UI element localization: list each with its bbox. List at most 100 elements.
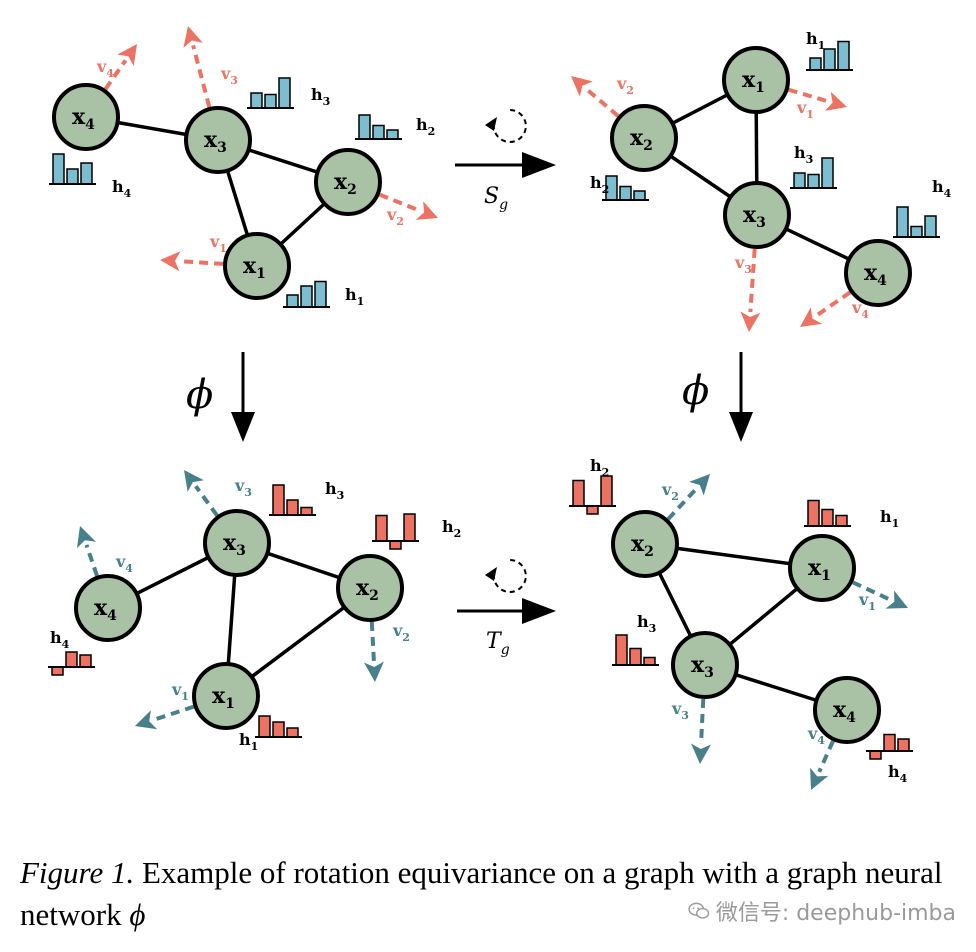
node-label: x2 (356, 575, 379, 604)
feature-histogram-x3: h3 (269, 479, 344, 516)
histogram-bar (386, 129, 399, 140)
node-x3: x3 (671, 631, 739, 699)
node-x1: x1 (223, 232, 291, 300)
histogram-bar (80, 162, 93, 185)
node-circle (223, 232, 291, 300)
node-x4: x4 (844, 239, 912, 307)
histogram-bar (910, 225, 923, 238)
vector-head-x4 (810, 767, 829, 790)
vector-label-x3: v3 (734, 253, 752, 276)
histogram-bar (896, 206, 909, 238)
node-label: x4 (833, 697, 856, 726)
node-label: x1 (742, 67, 765, 96)
node-x3: x3 (203, 509, 271, 577)
histogram-bar (403, 513, 416, 542)
node-label: x4 (72, 104, 95, 133)
histogram-bar (643, 656, 656, 666)
vector-head-x3 (183, 26, 203, 48)
vector-line-x1 (788, 87, 829, 104)
feature-histogram-x3: h3 (247, 77, 330, 109)
phi-arrow-right: ϕ (682, 352, 753, 442)
node-label: x2 (631, 531, 654, 560)
vector-head-x3 (740, 311, 761, 332)
node-circle (74, 574, 142, 642)
histogram-label-x4: h4 (888, 762, 908, 785)
vector-line-x2 (378, 192, 421, 213)
feature-histogram-x4: h4 (866, 733, 913, 785)
vector-head-x3 (691, 743, 711, 764)
node-label: x1 (808, 555, 831, 584)
node-label: x3 (204, 127, 227, 156)
vector-head-x2 (415, 201, 438, 220)
vector-line-x3 (699, 698, 706, 745)
vector-line-x3 (191, 44, 212, 108)
histogram-bar (300, 506, 313, 516)
histogram-bar (278, 77, 291, 109)
vector-label-x3: v3 (671, 699, 689, 722)
feature-histogram-x4: h4 (893, 177, 952, 238)
phi-label-right: ϕ (682, 368, 709, 414)
histogram-bar (65, 651, 78, 668)
vector-label-x2: v2 (392, 621, 410, 644)
histogram-label-x1: h1 (345, 285, 364, 308)
feature-histogram-x4: h4 (49, 153, 132, 200)
node-circle (611, 510, 679, 578)
node-x2: x2 (336, 554, 404, 622)
histogram-bar (572, 479, 585, 507)
histogram-label-x2: h2 (442, 517, 461, 540)
node-circle (192, 662, 260, 730)
histogram-label-x4: h4 (112, 177, 132, 200)
node-label: x1 (243, 253, 266, 282)
node-label: x1 (212, 683, 235, 712)
node-label: x3 (743, 202, 766, 231)
vector-label-x4: v4 (115, 552, 133, 575)
vector-label-x1: v1 (796, 98, 814, 121)
histogram-bar (837, 40, 850, 71)
vector-label-x1: v1 (858, 590, 876, 613)
vector-head-x1 (885, 590, 908, 609)
histogram-bar (79, 654, 92, 668)
histogram-label-x3: h3 (637, 612, 656, 635)
histogram-label-x2: h2 (590, 456, 609, 479)
feature-histogram-x2: h2 (590, 173, 649, 201)
histogram-bar (615, 634, 628, 666)
histogram-bar (258, 715, 271, 738)
histogram-bar (286, 727, 299, 738)
node-circle (52, 83, 120, 151)
histogram-bar (821, 157, 834, 189)
feature-histogram-x2: h2 (569, 456, 616, 515)
node-x4: x4 (74, 574, 142, 642)
node-circle (336, 554, 404, 622)
node-circle (722, 46, 790, 114)
vector-label-x2: v2 (661, 480, 679, 503)
histogram-bar (619, 185, 632, 201)
vector-line-x1 (851, 580, 891, 602)
histogram-bar (897, 738, 910, 752)
node-circle (844, 239, 912, 307)
vector-line-x3 (748, 248, 757, 313)
node-x2: x2 (611, 510, 679, 578)
vector-label-x4: v4 (807, 724, 825, 747)
transform-arrow-bottom: Tg (457, 559, 556, 658)
wechat-icon (688, 902, 709, 919)
histogram-bar (586, 505, 599, 515)
figure-caption: Figure 1. Example of rotation equivarian… (20, 852, 970, 936)
vector-line-x2 (666, 487, 698, 521)
vector-label-x3: v3 (220, 64, 238, 87)
histogram-bar (793, 172, 806, 189)
node-circle (813, 676, 881, 744)
histogram-bar (314, 280, 327, 308)
histogram-label-x1: h1 (239, 730, 258, 753)
histogram-bar (286, 499, 299, 516)
vector-line-x2 (369, 621, 376, 663)
feature-histogram-x1: h1 (806, 29, 853, 71)
histogram-label-x4: h4 (50, 628, 70, 651)
watermark-text: 微信号: deephub-imba (715, 901, 956, 926)
vector-label-x3: v3 (234, 476, 252, 499)
histogram-bar (924, 215, 937, 238)
node-circle (671, 631, 739, 699)
node-circle (184, 106, 252, 174)
histogram-bar (633, 190, 646, 201)
